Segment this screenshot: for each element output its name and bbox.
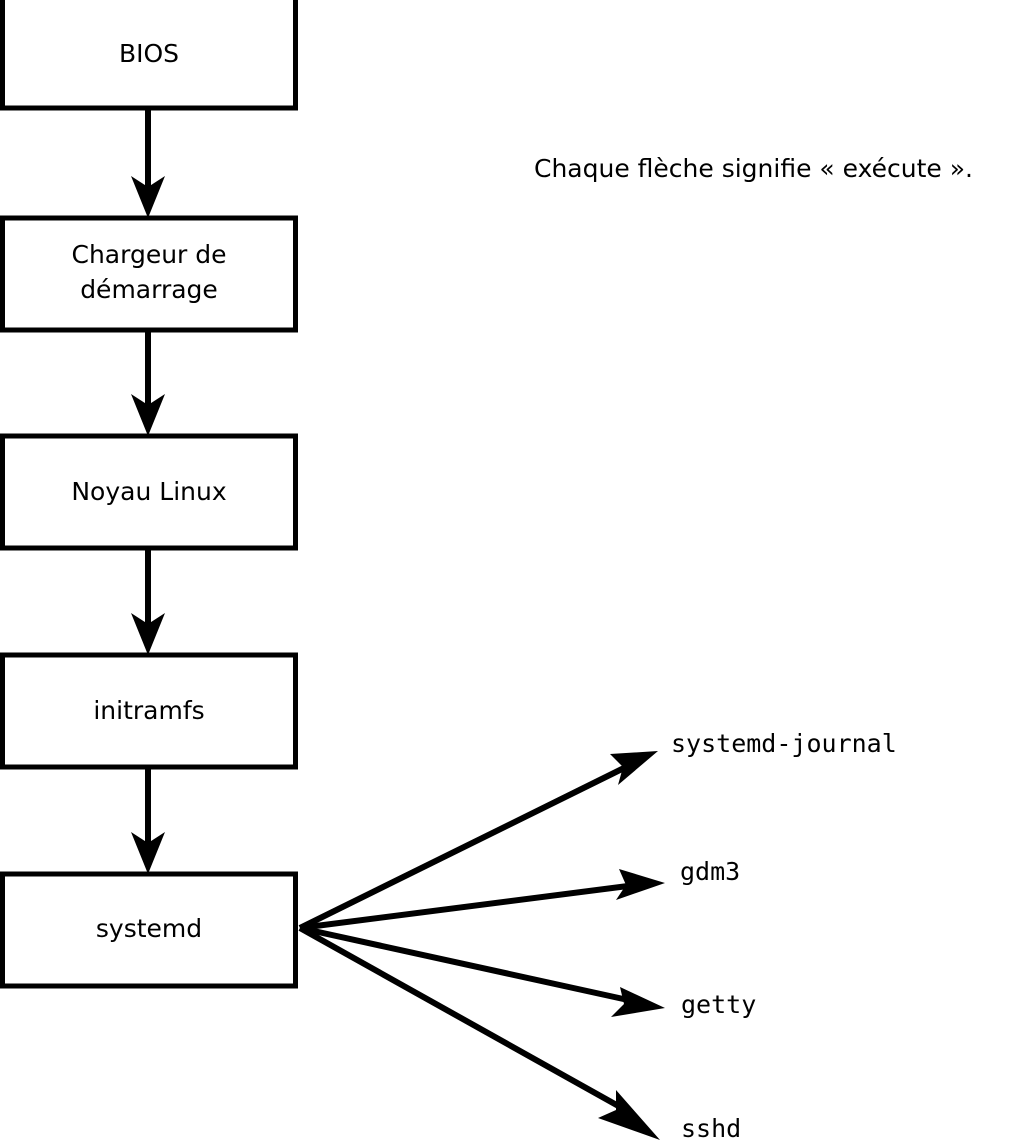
node-systemd[interactable]: systemd xyxy=(0,871,298,989)
service-label-systemd-journal[interactable]: systemd-journal xyxy=(671,729,897,758)
service-label-gdm3[interactable]: gdm3 xyxy=(680,857,740,886)
node-bootloader-label-line2: démarrage xyxy=(80,275,218,304)
edge-systemd-to-getty xyxy=(299,925,665,1017)
node-bios[interactable]: BIOS xyxy=(0,0,298,111)
service-label-getty[interactable]: getty xyxy=(681,990,756,1019)
edge-bios-to-bootloader xyxy=(131,108,165,218)
node-initramfs-label: initramfs xyxy=(93,696,204,725)
edge-systemd-to-gdm3 xyxy=(299,869,665,931)
service-label-sshd[interactable]: sshd xyxy=(681,1114,741,1143)
edge-kernel-to-initramfs xyxy=(131,548,165,655)
edge-systemd-to-sshd xyxy=(298,925,660,1140)
node-kernel[interactable]: Noyau Linux xyxy=(0,433,298,551)
node-kernel-label: Noyau Linux xyxy=(71,477,226,506)
node-systemd-label: systemd xyxy=(96,914,202,943)
node-bootloader-label-line1: Chargeur de xyxy=(71,240,226,269)
edge-bootloader-to-kernel xyxy=(131,330,165,436)
node-initramfs[interactable]: initramfs xyxy=(0,652,298,770)
edge-systemd-to-systemd-journal xyxy=(298,751,658,931)
edge-initramfs-to-systemd xyxy=(131,767,165,874)
diagram-caption: Chaque flèche signifie « exécute ». xyxy=(534,154,973,183)
node-bootloader[interactable]: Chargeur de démarrage xyxy=(0,215,298,333)
node-bios-label: BIOS xyxy=(119,39,179,68)
